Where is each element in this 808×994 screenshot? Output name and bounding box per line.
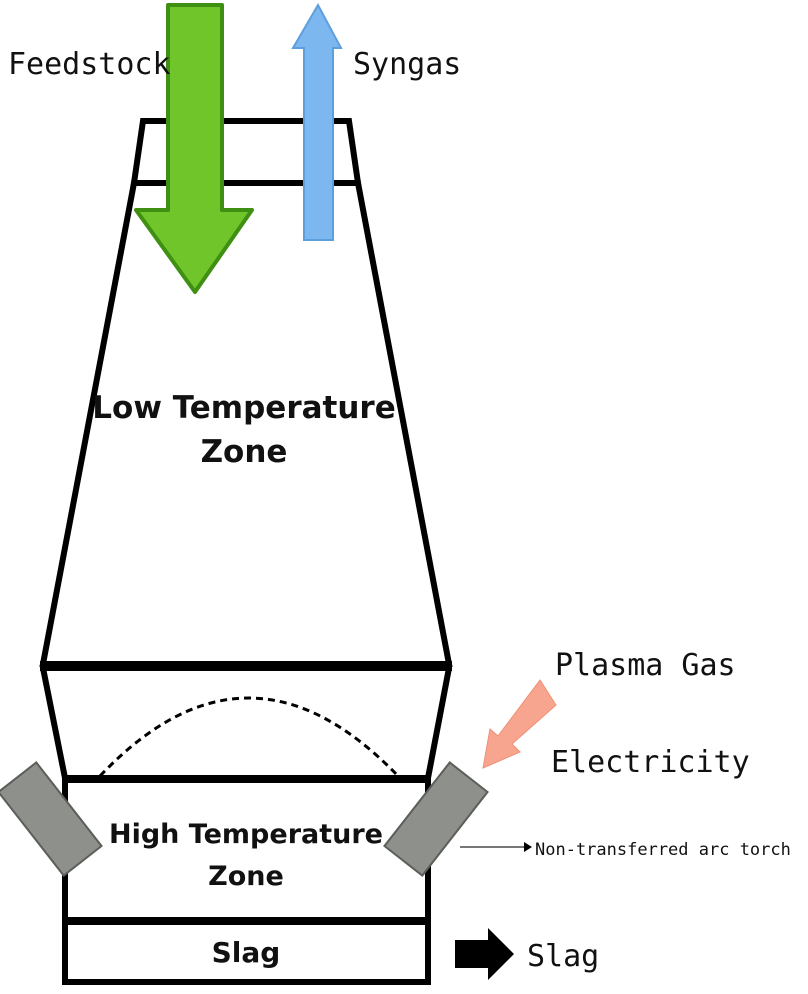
syngas-label: Syngas — [353, 47, 461, 82]
feedstock-arrow — [134, 3, 254, 294]
electricity-label: Electricity — [551, 745, 750, 780]
high-temperature-zone-label-line1: High Temperature — [109, 819, 383, 850]
slag-output-arrow — [455, 928, 514, 980]
high-temperature-zone-label-line2: Zone — [208, 861, 284, 892]
syngas-arrow — [291, 2, 343, 241]
dashed-arc — [98, 696, 400, 778]
torch-label: Non-transferred arc torch — [535, 840, 791, 860]
feedstock-label: Feedstock — [8, 47, 171, 82]
slag-inner-label: Slag — [212, 936, 281, 969]
slag-outer-label: Slag — [527, 939, 599, 974]
mid-section-walls — [40, 667, 452, 781]
right-arc-torch — [383, 761, 489, 877]
low-temperature-zone-label-line2: Zone — [201, 434, 288, 470]
left-arc-torch — [0, 761, 103, 877]
low-temperature-zone-label-line1: Low Temperature — [92, 390, 395, 426]
slag-box — [62, 919, 431, 985]
high-temperature-zone-box — [62, 777, 431, 923]
plasma-gas-arrow — [482, 679, 557, 769]
torch-pointer-arrowhead — [524, 842, 532, 852]
plasma-gas-label: Plasma Gas — [555, 648, 736, 683]
